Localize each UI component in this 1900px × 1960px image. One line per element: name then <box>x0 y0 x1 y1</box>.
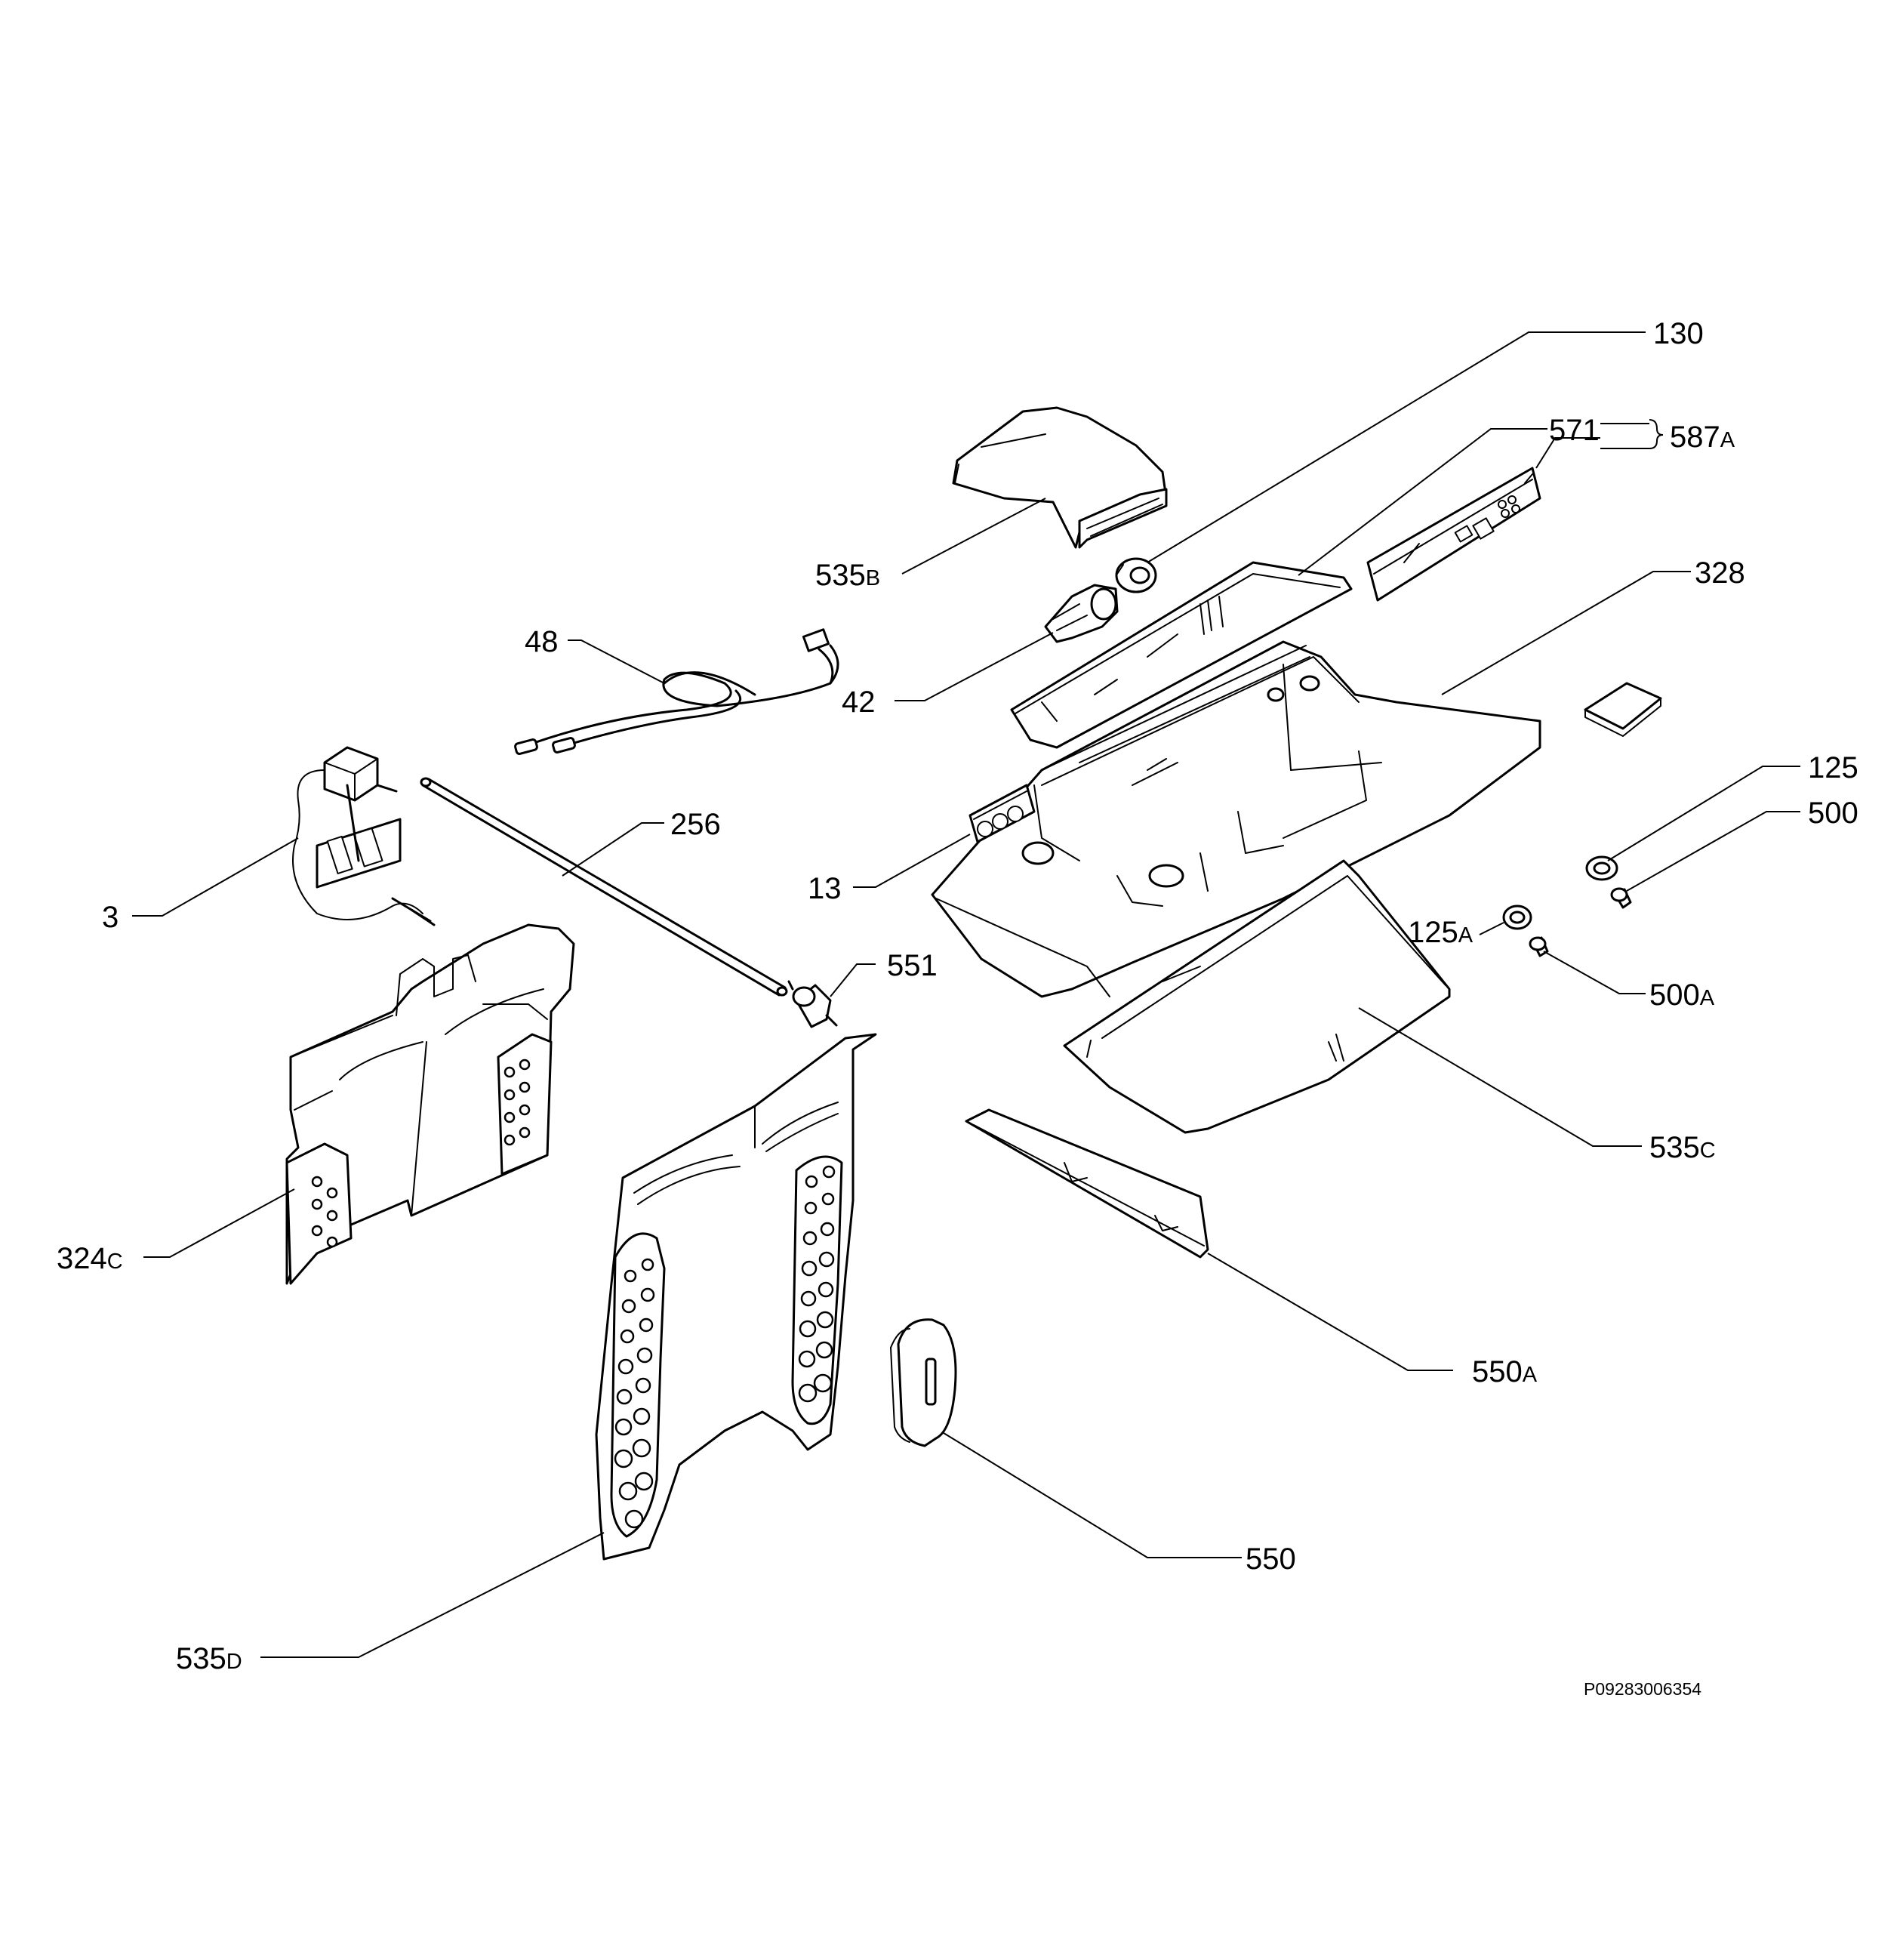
leader-550 <box>943 1432 1242 1558</box>
part-328-dispenser-housing <box>931 640 1541 998</box>
callout-125: 125 <box>1808 751 1858 784</box>
leader-550a <box>1207 1253 1453 1371</box>
callout-535b: 535B <box>815 559 880 592</box>
callout-125a: 125A <box>1408 916 1474 949</box>
part-500a-screw <box>1529 936 1549 957</box>
leader-48 <box>568 639 665 684</box>
part-324c-side-panel <box>285 923 575 1285</box>
leader-500 <box>1626 811 1800 892</box>
leader-328 <box>1441 571 1691 695</box>
leader-130 <box>1147 331 1646 563</box>
leader-3 <box>132 837 299 917</box>
part-535b-cover <box>952 406 1168 549</box>
callout-13: 13 <box>808 872 842 905</box>
leader-256 <box>562 822 664 877</box>
part-256-rod <box>420 777 788 997</box>
callout-256: 256 <box>670 808 721 841</box>
leader-551 <box>830 963 876 997</box>
callout-587a: 587A <box>1670 421 1735 454</box>
callout-130: 130 <box>1653 317 1704 350</box>
part-550-cover-plate <box>890 1318 957 1447</box>
leader-535d <box>260 1532 605 1658</box>
callout-535c: 535C <box>1649 1131 1716 1164</box>
part-125a-washer <box>1502 904 1532 930</box>
diagram-code: P09283006354 <box>1584 1679 1701 1699</box>
callout-500: 500 <box>1808 797 1858 830</box>
part-587a-board <box>1366 467 1541 602</box>
callout-500a: 500A <box>1649 978 1715 1012</box>
part-125-washer <box>1585 855 1618 881</box>
callout-550: 550 <box>1246 1542 1296 1576</box>
leader-324c <box>143 1188 295 1258</box>
part-551-connector <box>787 980 838 1028</box>
callout-551: 551 <box>887 949 938 982</box>
callout-labels: 130 571 587A 535B 328 48 42 125 500 256 … <box>57 317 1858 1675</box>
mat-holes-left <box>614 1258 655 1529</box>
leader-571 <box>1298 428 1547 576</box>
leader-42 <box>895 632 1054 701</box>
leader-lines <box>132 331 1800 1658</box>
callout-328: 328 <box>1695 556 1745 590</box>
leader-535c <box>1358 1007 1642 1147</box>
leader-500a <box>1543 951 1646 994</box>
callout-48: 48 <box>525 625 559 658</box>
callout-535d: 535D <box>176 1642 242 1675</box>
part-small-plate <box>1584 682 1662 737</box>
part-550a-slide-bar <box>965 1108 1209 1259</box>
callout-571: 571 <box>1549 414 1600 447</box>
part-535d-insulation-mat <box>595 1033 877 1561</box>
part-130-ring <box>1115 557 1157 593</box>
part-535c-drawer-front <box>1063 859 1451 1134</box>
part-3-sensor <box>292 746 436 926</box>
leader-13 <box>853 834 971 888</box>
mat-holes-right <box>798 1165 836 1403</box>
leader-125a <box>1479 922 1504 935</box>
part-42-nozzle <box>1044 584 1119 643</box>
leader-587a-brace <box>1600 419 1664 449</box>
leader-587a-bottom <box>1535 437 1600 469</box>
part-13-siphon <box>968 784 1036 843</box>
callout-42: 42 <box>842 686 876 719</box>
part-500-screw <box>1610 887 1632 909</box>
callout-550a: 550A <box>1472 1355 1538 1388</box>
leader-535b <box>901 498 1046 575</box>
part-48-wiring <box>514 628 839 755</box>
callout-3: 3 <box>102 901 119 934</box>
leader-125 <box>1607 766 1800 861</box>
callout-324c: 324C <box>57 1242 123 1275</box>
